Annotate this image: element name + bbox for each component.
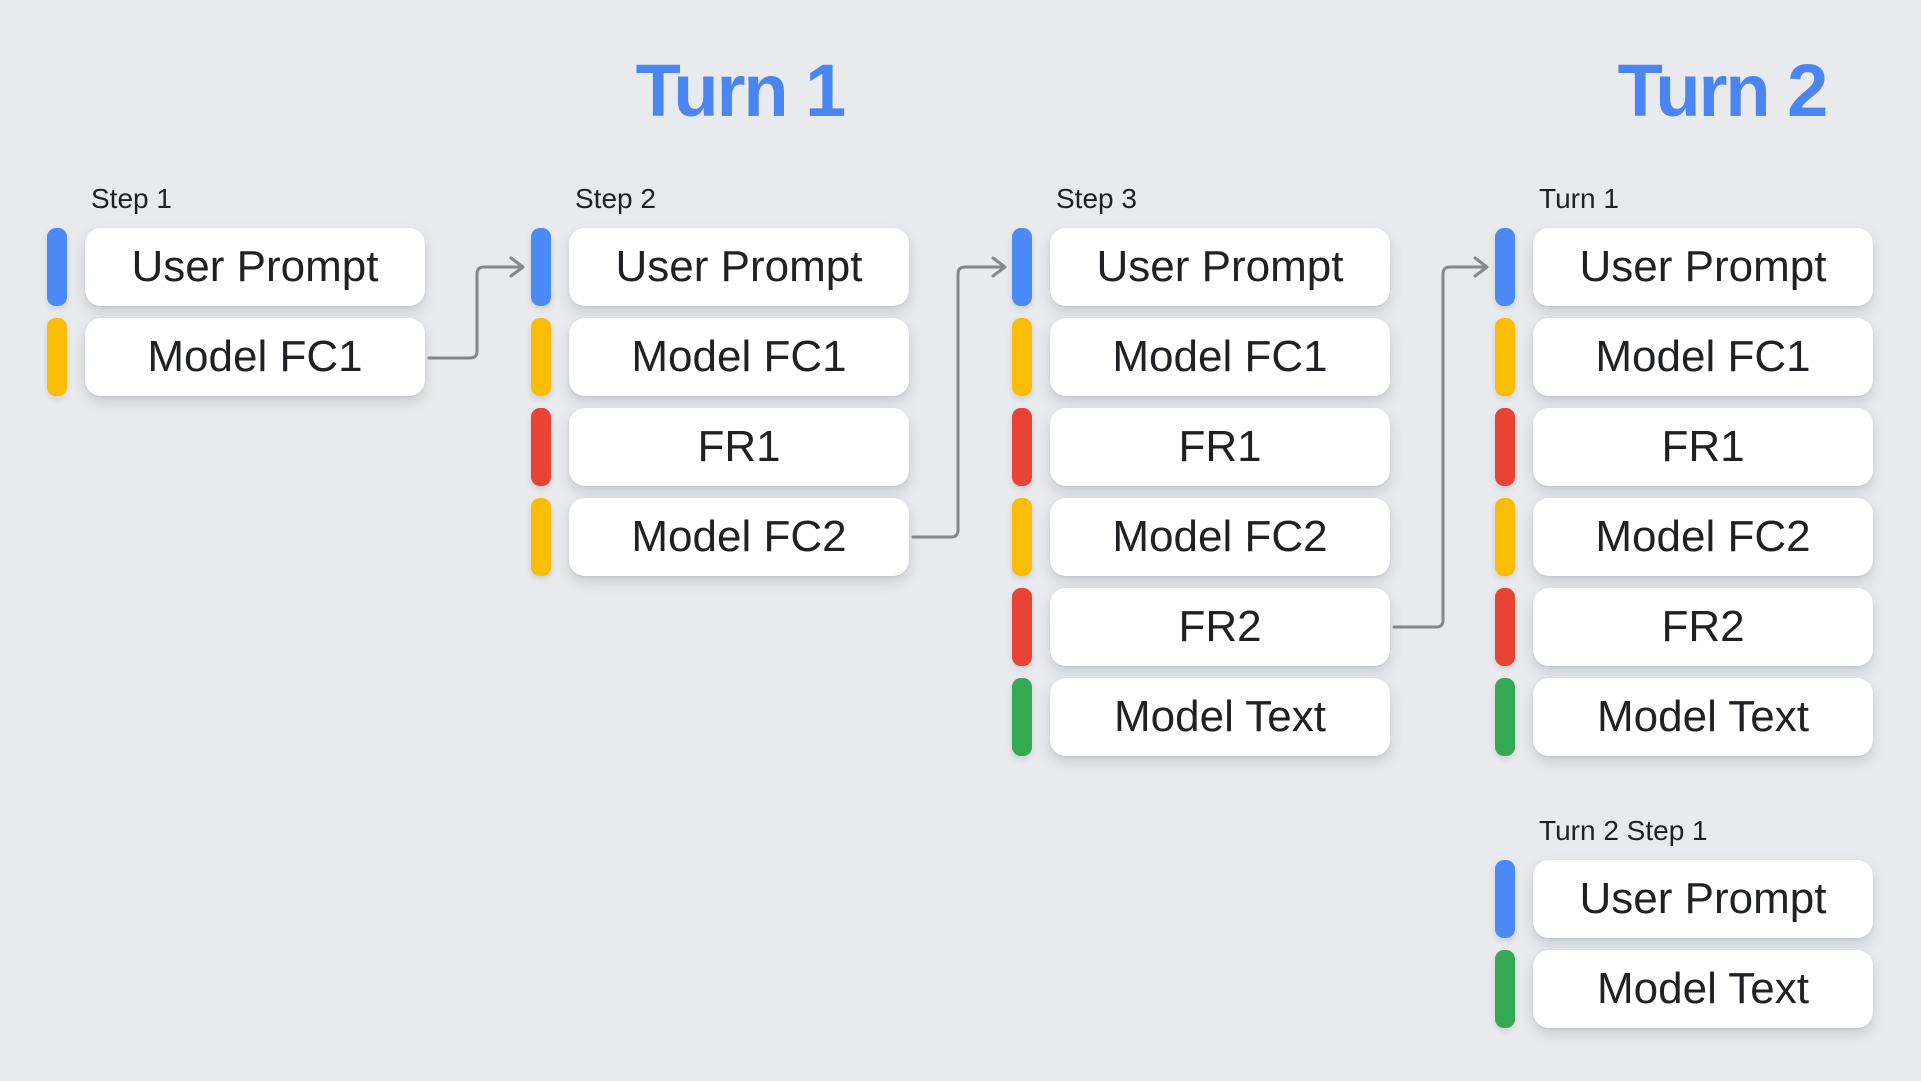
- message-row: FR2: [1495, 588, 1873, 666]
- card-model-fc1: Model FC1: [85, 318, 425, 396]
- card-model-text: Model Text: [1533, 678, 1873, 756]
- message-row: Model FC1: [47, 318, 425, 396]
- message-row: Model Text: [1495, 950, 1873, 1028]
- user-prompt-accent-bar: [1495, 860, 1515, 938]
- arrow-step2-to-step3-icon: [911, 256, 1007, 539]
- card-fr1: FR1: [1533, 408, 1873, 486]
- model-text-accent-bar: [1495, 678, 1515, 756]
- function-response-accent-bar: [1495, 588, 1515, 666]
- arrowhead-icon: [1473, 256, 1489, 278]
- model-fc-accent-bar: [47, 318, 67, 396]
- card-model-fc1: Model FC1: [1533, 318, 1873, 396]
- column-turn-2-step-1: Turn 2 Step 1 User Prompt Model Text: [1495, 815, 1873, 1040]
- column-label: Turn 1: [1539, 183, 1619, 214]
- card-user-prompt: User Prompt: [1050, 228, 1390, 306]
- user-prompt-accent-bar: [1012, 228, 1032, 306]
- card-user-prompt: User Prompt: [569, 228, 909, 306]
- user-prompt-accent-bar: [531, 228, 551, 306]
- message-row: User Prompt: [47, 228, 425, 306]
- message-row: FR1: [1012, 408, 1390, 486]
- message-row: FR1: [531, 408, 909, 486]
- message-row: Model FC2: [1495, 498, 1873, 576]
- column-label: Step 1: [91, 183, 172, 214]
- model-text-accent-bar: [1495, 950, 1515, 1028]
- turn-1-title: Turn 1: [635, 49, 847, 132]
- card-model-fc2: Model FC2: [1533, 498, 1873, 576]
- model-fc-accent-bar: [1012, 318, 1032, 396]
- message-row: Model FC2: [531, 498, 909, 576]
- card-model-fc2: Model FC2: [569, 498, 909, 576]
- column-turn-1-history: Turn 1 User Prompt Model FC1 FR1 Model F…: [1495, 183, 1873, 768]
- message-row: Model FC2: [1012, 498, 1390, 576]
- column-label: Step 3: [1056, 183, 1137, 214]
- card-user-prompt: User Prompt: [85, 228, 425, 306]
- function-response-accent-bar: [1012, 588, 1032, 666]
- column-label: Step 2: [575, 183, 656, 214]
- turn-2-title: Turn 2: [1617, 49, 1829, 132]
- card-fr1: FR1: [1050, 408, 1390, 486]
- card-user-prompt: User Prompt: [1533, 860, 1873, 938]
- function-response-accent-bar: [531, 408, 551, 486]
- arrowhead-icon: [991, 256, 1007, 278]
- message-row: FR1: [1495, 408, 1873, 486]
- model-text-accent-bar: [1012, 678, 1032, 756]
- message-row: FR2: [1012, 588, 1390, 666]
- column-label: Turn 2 Step 1: [1539, 815, 1708, 846]
- message-row: Model FC1: [1495, 318, 1873, 396]
- column-step-3: Step 3 User Prompt Model FC1 FR1 Model F…: [1012, 183, 1390, 768]
- model-fc-accent-bar: [1012, 498, 1032, 576]
- message-row: Model Text: [1495, 678, 1873, 756]
- model-fc-accent-bar: [531, 318, 551, 396]
- message-row: User Prompt: [531, 228, 909, 306]
- message-row: User Prompt: [1495, 860, 1873, 938]
- message-row: User Prompt: [1495, 228, 1873, 306]
- column-step-1: Step 1 User Prompt Model FC1: [47, 183, 425, 408]
- function-response-accent-bar: [1495, 408, 1515, 486]
- arrowhead-icon: [509, 256, 525, 278]
- card-model-fc2: Model FC2: [1050, 498, 1390, 576]
- model-fc-accent-bar: [531, 498, 551, 576]
- message-row: Model FC1: [1012, 318, 1390, 396]
- user-prompt-accent-bar: [47, 228, 67, 306]
- arrow-step3-to-turn1-icon: [1392, 256, 1489, 629]
- card-model-text: Model Text: [1050, 678, 1390, 756]
- model-fc-accent-bar: [1495, 498, 1515, 576]
- card-model-fc1: Model FC1: [569, 318, 909, 396]
- model-fc-accent-bar: [1495, 318, 1515, 396]
- message-row: User Prompt: [1012, 228, 1390, 306]
- arrow-step1-to-step2-icon: [427, 256, 525, 360]
- message-row: Model Text: [1012, 678, 1390, 756]
- card-model-fc1: Model FC1: [1050, 318, 1390, 396]
- card-fr2: FR2: [1050, 588, 1390, 666]
- card-fr2: FR2: [1533, 588, 1873, 666]
- message-row: Model FC1: [531, 318, 909, 396]
- user-prompt-accent-bar: [1495, 228, 1515, 306]
- card-model-text: Model Text: [1533, 950, 1873, 1028]
- card-user-prompt: User Prompt: [1533, 228, 1873, 306]
- function-response-accent-bar: [1012, 408, 1032, 486]
- card-fr1: FR1: [569, 408, 909, 486]
- column-step-2: Step 2 User Prompt Model FC1 FR1 Model F…: [531, 183, 909, 588]
